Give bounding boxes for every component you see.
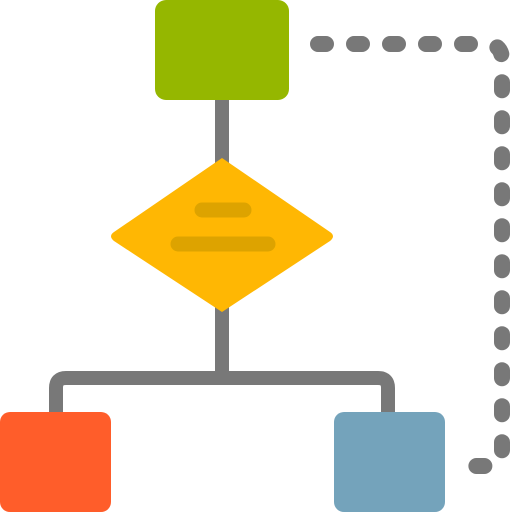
right-outcome-node (334, 412, 445, 512)
start-node (155, 0, 289, 100)
left-outcome-node (0, 412, 111, 512)
decision-diamond (111, 158, 333, 312)
solid-connectors (49, 89, 395, 427)
decision-node (111, 158, 333, 312)
connector-branch-left (49, 371, 229, 427)
connector-dotted-feedback (310, 36, 510, 474)
connector-branch-right (215, 371, 395, 427)
